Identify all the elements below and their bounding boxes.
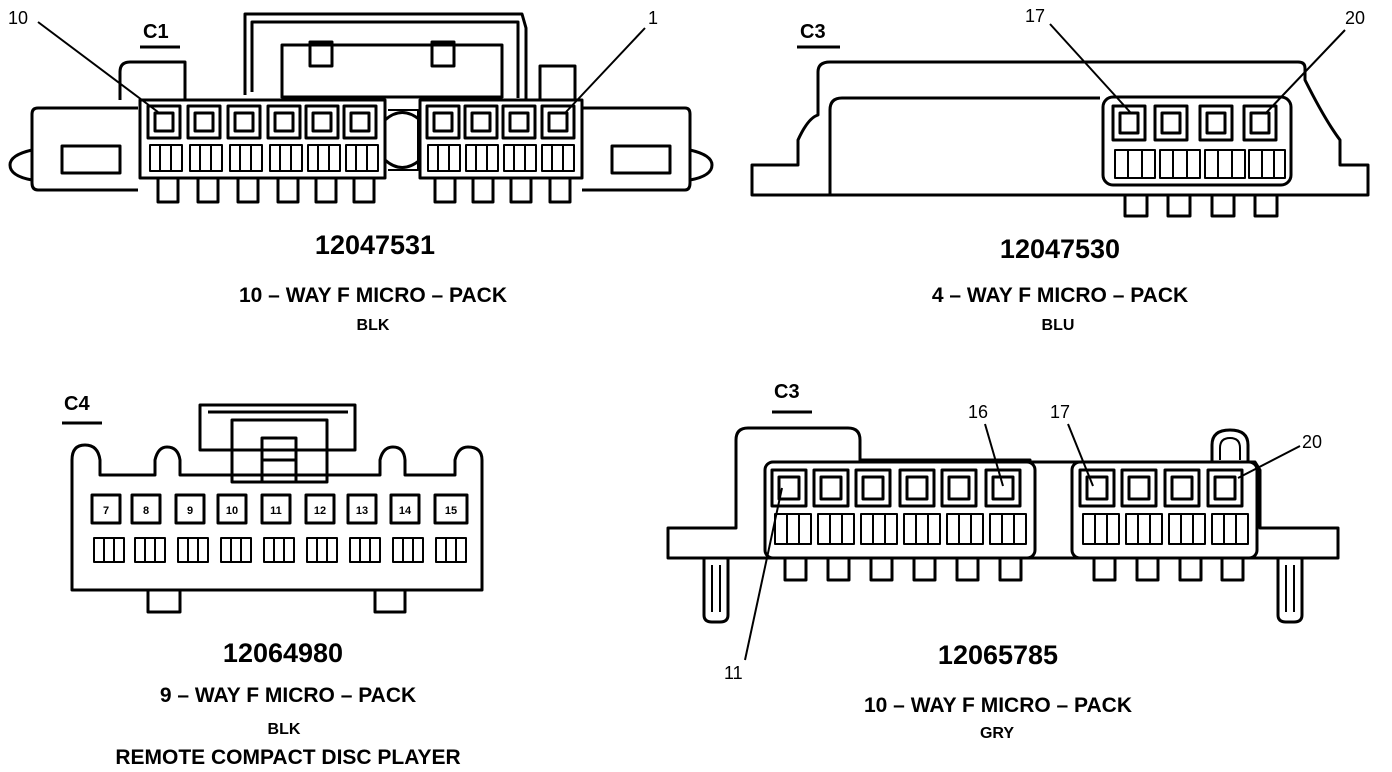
c1-pin-1-label: 1 bbox=[648, 8, 658, 28]
c4-cavities bbox=[90, 493, 469, 525]
c3-bottom-block-right bbox=[1070, 460, 1259, 560]
c3-top-housing bbox=[750, 60, 1370, 197]
c4-pin-10: 10 bbox=[226, 505, 238, 517]
c4-pin-15: 15 bbox=[445, 505, 457, 517]
c3-bottom-leader-11 bbox=[744, 487, 783, 661]
c4-color: BLK bbox=[268, 721, 301, 738]
c3-bottom-connector-id: C3 bbox=[774, 381, 800, 403]
c3-bottom-part-number: 12065785 bbox=[938, 640, 1058, 670]
c1-pin-10-label: 10 bbox=[8, 8, 28, 28]
c4-pin-11: 11 bbox=[270, 505, 282, 517]
c4-note: REMOTE COMPACT DISC PLAYER bbox=[115, 746, 460, 769]
c3-top-description: 4 – WAY F MICRO – PACK bbox=[932, 284, 1188, 307]
c3-top-pin-17-label: 17 bbox=[1025, 6, 1045, 26]
c1-block-left bbox=[138, 98, 387, 180]
c1-color: BLK bbox=[357, 317, 390, 334]
c3-bottom-pin-11-label: 11 bbox=[724, 663, 743, 683]
c4-description: 9 – WAY F MICRO – PACK bbox=[160, 684, 416, 707]
c3-top-pin-20-label: 20 bbox=[1345, 8, 1365, 28]
c4-housing bbox=[70, 443, 484, 592]
c1-right-ear bbox=[582, 106, 692, 192]
c1-left-ear bbox=[30, 106, 138, 192]
c3-bottom-pin-17-label: 17 bbox=[1050, 402, 1070, 422]
c1-leader-10 bbox=[37, 21, 159, 113]
c4-connector-id: C4 bbox=[64, 393, 90, 415]
c4-pin-8: 8 bbox=[143, 505, 149, 517]
c3-bottom-pin-16-label: 16 bbox=[968, 402, 988, 422]
c3-top-leader-17 bbox=[1049, 23, 1131, 113]
c3-bottom-block-left bbox=[763, 460, 1037, 560]
c1-part-number: 12047531 bbox=[315, 230, 435, 260]
c3-top-part-number: 12047530 bbox=[1000, 234, 1120, 264]
c3-bottom-leader-16 bbox=[984, 423, 1004, 487]
c1-leader-1 bbox=[565, 27, 646, 113]
c4-latch bbox=[198, 403, 357, 452]
c3-top-connector-id: C3 bbox=[800, 21, 826, 43]
c4-pin-9: 9 bbox=[187, 505, 193, 517]
c3-bottom-leader-17 bbox=[1067, 423, 1094, 487]
c3-top-pin-block bbox=[1101, 95, 1293, 187]
c3-bottom-leader-20 bbox=[1237, 445, 1301, 479]
connector-c3-top: C3 17 20 12047530 4 – WAY F bbox=[750, 6, 1370, 334]
connector-c3-bottom: C3 16 17 20 11 bbox=[666, 381, 1340, 742]
c1-cavities-left bbox=[146, 104, 378, 140]
c4-pin-7: 7 bbox=[103, 505, 109, 517]
c3-bottom-right-post bbox=[1276, 558, 1304, 624]
c3-top-color: BLU bbox=[1042, 317, 1075, 334]
c3-bottom-left-post bbox=[702, 558, 730, 624]
c3-bottom-description: 10 – WAY F MICRO – PACK bbox=[864, 694, 1132, 717]
c4-pin-14: 14 bbox=[399, 505, 412, 517]
c3-bottom-pin-20-label: 20 bbox=[1302, 432, 1322, 452]
c3-bottom-color: GRY bbox=[980, 725, 1014, 742]
c1-block-right bbox=[418, 98, 584, 180]
c3-top-leader-20 bbox=[1264, 29, 1346, 115]
c4-pin-12: 12 bbox=[314, 505, 326, 517]
c1-cavities-right bbox=[425, 104, 576, 140]
c4-pin-13: 13 bbox=[356, 505, 368, 517]
c1-description: 10 – WAY F MICRO – PACK bbox=[239, 284, 507, 307]
c1-connector-id: C1 bbox=[143, 21, 169, 43]
connector-c1: 10 C1 1 bbox=[8, 8, 714, 334]
connector-c4: C4 7 8 9 10 11 12 bbox=[62, 393, 484, 769]
c4-part-number: 12064980 bbox=[223, 638, 343, 668]
c1-latch bbox=[243, 12, 528, 100]
